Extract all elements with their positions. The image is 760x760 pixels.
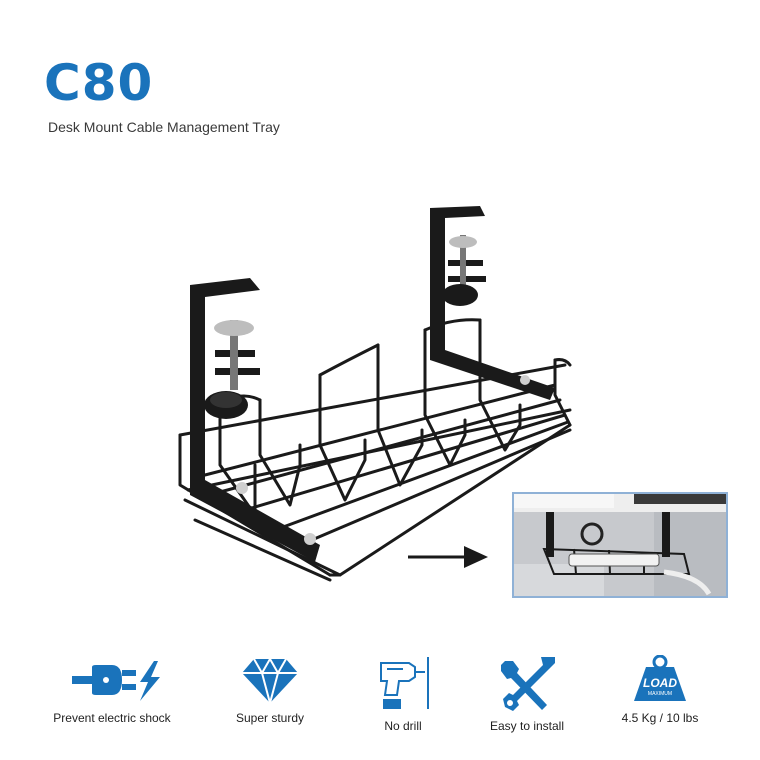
load-icon-subtext: MAXIMUM xyxy=(648,691,672,697)
feature-prevent-shock: Prevent electric shock xyxy=(52,655,172,726)
usage-photo xyxy=(512,492,728,598)
electric-plug-icon xyxy=(72,661,160,701)
product-subtitle: Desk Mount Cable Management Tray xyxy=(48,119,280,135)
feature-label: 4.5 Kg / 10 lbs xyxy=(621,711,699,725)
wrench-screwdriver-icon xyxy=(501,657,555,711)
load-icon-text: LOAD xyxy=(643,676,677,690)
feature-label: Easy to install xyxy=(489,719,565,733)
feature-label: Super sturdy xyxy=(235,711,305,725)
arrow-right-icon xyxy=(408,546,488,568)
cable-tray-image xyxy=(178,206,572,582)
feature-super-sturdy: Super sturdy xyxy=(210,655,330,726)
load-weight-icon: LOAD MAXIMUM xyxy=(634,655,686,701)
feature-no-drill: No drill xyxy=(343,655,463,734)
feature-load-capacity: LOAD MAXIMUM 4.5 Kg / 10 lbs xyxy=(600,655,720,726)
feature-label: Prevent electric shock xyxy=(53,711,171,725)
model-title: C80 xyxy=(44,54,154,112)
diamond-icon xyxy=(242,656,298,705)
feature-easy-install: Easy to install xyxy=(467,655,587,734)
drill-icon xyxy=(380,657,429,709)
feature-label: No drill xyxy=(384,719,422,733)
